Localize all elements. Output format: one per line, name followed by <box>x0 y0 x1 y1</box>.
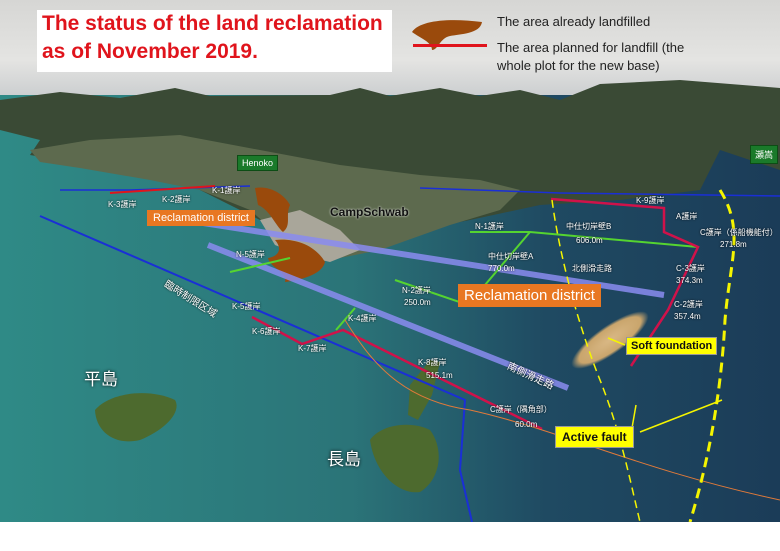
segment-label: 中仕切岸壁B <box>566 222 612 231</box>
hirashima-label: 平島 <box>84 370 118 389</box>
active-fault-line-1 <box>551 199 641 522</box>
runway-north-label: 北側滑走路 <box>572 264 612 273</box>
mountains <box>0 80 780 250</box>
segment-label: N-5護岸 <box>236 250 265 259</box>
seawall-k4 <box>335 307 356 331</box>
landfilled-area-north <box>255 187 290 232</box>
restricted-area-boundary <box>39 215 473 522</box>
segment-label: K-8護岸 <box>418 358 447 367</box>
segment-label: 中仕切岸壁A <box>488 252 534 261</box>
nagashima-island <box>370 360 440 493</box>
legend-planned-label-1: The area planned for landfill (the <box>497 40 685 55</box>
segment-length: 374.3m <box>676 276 703 285</box>
active-fault-line-2 <box>688 189 736 522</box>
fault-arrow-1 <box>631 404 637 429</box>
segment-length: 60.0m <box>515 420 538 429</box>
segment-length: 515.1m <box>426 371 453 380</box>
fault-arrow-2 <box>639 399 723 433</box>
runway-north <box>164 214 665 298</box>
segment-label: K-9護岸 <box>636 196 665 205</box>
segment-length: 606.0m <box>576 236 603 245</box>
segment-length: 770.0m <box>488 264 515 273</box>
segment-label: K-2護岸 <box>162 195 191 204</box>
segment-label: C護岸（隅角部） <box>490 405 552 414</box>
camp-schwab-label: CampSchwab <box>330 205 409 219</box>
segment-label: C-3護岸 <box>676 264 705 273</box>
title-box: The status of the land reclamation as of… <box>37 10 392 72</box>
seawall-n5 <box>229 257 291 273</box>
segment-label: C護岸（係船機能付） <box>700 228 778 237</box>
segment-label: K-3護岸 <box>108 200 137 209</box>
segment-label: K-1護岸 <box>212 186 241 195</box>
title-line-1: The status of the land reclamation <box>42 12 383 35</box>
segment-label: K-6護岸 <box>252 327 281 336</box>
legend-landfilled-label: The area already landfilled <box>497 14 651 29</box>
segment-label: A護岸 <box>676 212 698 221</box>
segment-label: K-4護岸 <box>348 314 377 323</box>
legend-planned-label-2: whole plot for the new base) <box>497 58 660 73</box>
active-fault-label: Active fault <box>555 426 634 448</box>
segment-length: 357.4m <box>674 312 701 321</box>
sedake-label: 瀬嵩 <box>750 145 779 164</box>
segment-length: 271.8m <box>720 240 747 249</box>
segment-label: K-7護岸 <box>298 344 327 353</box>
boundary-top-right <box>419 187 780 197</box>
legend-landfilled-swatch-icon <box>412 20 482 50</box>
henoko-label: Henoko <box>237 155 279 171</box>
segment-label: N-2護岸 <box>402 286 431 295</box>
hirashima-island <box>95 393 177 442</box>
segment-label: K-5護岸 <box>232 302 261 311</box>
nagashima-label: 長島 <box>327 450 361 469</box>
segment-length: 250.0m <box>404 298 431 307</box>
planned-boundary-east <box>550 197 700 367</box>
title-line-2: as of November 2019. <box>42 40 258 63</box>
soft-foundation-arrow <box>607 337 626 346</box>
legend-planned-swatch-icon <box>413 44 487 47</box>
aerial-photo <box>0 0 780 522</box>
reclamation-district-large: Reclamation district <box>458 284 601 307</box>
float-line <box>344 319 780 501</box>
runway-south <box>206 242 570 391</box>
planned-boundary-south <box>251 315 543 431</box>
soft-foundation-label: Soft foundation <box>626 337 718 355</box>
segment-label: C-2護岸 <box>674 300 703 309</box>
segment-label: N-1護岸 <box>475 222 504 231</box>
reclamation-district-small: Reclamation district <box>147 210 255 226</box>
planned-boundary-west <box>109 185 216 194</box>
